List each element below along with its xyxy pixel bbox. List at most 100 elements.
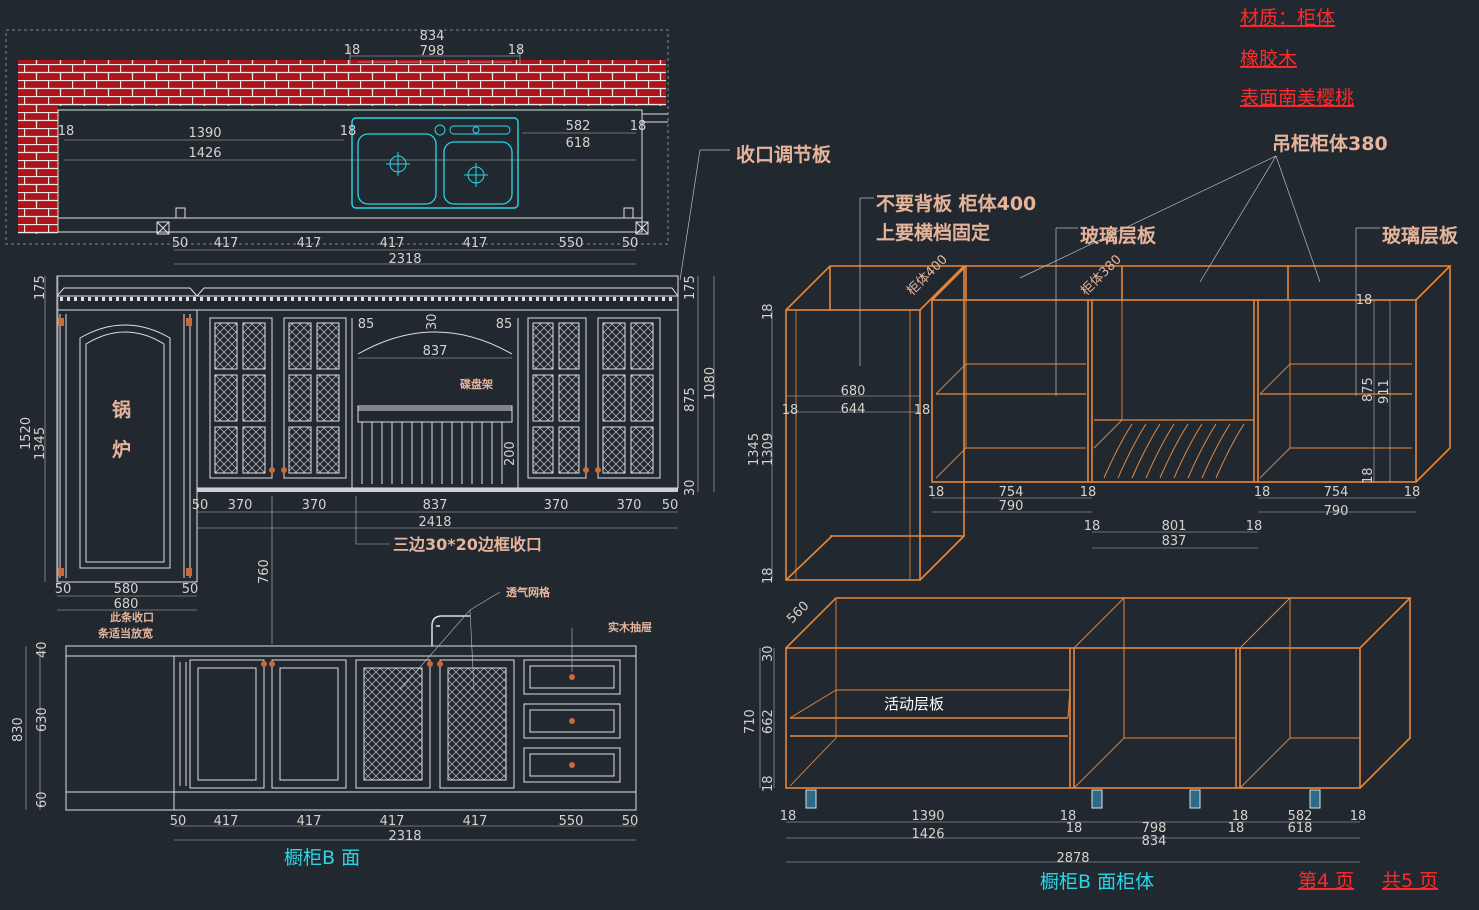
dim-plan-834: 834 — [420, 29, 445, 44]
dim-b3d-b7: 18 — [1228, 821, 1245, 836]
label-glass-2: 玻璃层板 — [1382, 224, 1459, 247]
dim-b3d-30: 30 — [761, 645, 776, 662]
dim-elev-b1: 370 — [228, 498, 253, 513]
dim-elev-85a: 85 — [358, 317, 375, 332]
dim-b3d-b9: 582 — [1288, 809, 1313, 824]
dim-wb1-0: 18 — [928, 485, 945, 500]
dim-wr-875: 875 — [1361, 377, 1376, 402]
dim-wb2-2: 837 — [1162, 534, 1187, 549]
dim-b3d-560: 560 — [784, 599, 812, 627]
dim-base-830: 830 — [11, 717, 26, 742]
label-cab400: 柜体400 — [904, 252, 951, 299]
dim-elev-200: 200 — [503, 441, 518, 466]
dim-elev-837: 837 — [423, 344, 448, 359]
dim-base-b4: 417 — [463, 814, 488, 829]
label-dish-rack: 碟盘架 — [460, 377, 493, 391]
drawers — [523, 659, 621, 783]
dim-plan-b3: 417 — [380, 236, 405, 251]
page-current: 第4 页 — [1298, 870, 1354, 892]
dim-base-total: 2318 — [388, 829, 421, 844]
dim-elev-1520: 1520 — [19, 417, 34, 450]
dim-wall-680: 680 — [841, 384, 866, 399]
dim-wb1-6: 790 — [1324, 504, 1349, 519]
glass-doors-left — [209, 317, 661, 479]
dim-b3d-b3: 18 — [1060, 809, 1077, 824]
dim-wall-18c: 18 — [782, 403, 799, 418]
dim-plan-18e: 18 — [630, 119, 647, 134]
sink-icon — [351, 117, 519, 209]
dim-elev-1345: 1345 — [33, 427, 48, 460]
wall-elevation: 锅 炉 — [19, 143, 832, 644]
dim-b3d-710: 710 — [743, 709, 758, 734]
label-drawer: 实木抽屉 — [608, 620, 652, 634]
dish-rack — [351, 318, 519, 488]
dim-wb1-5: 754 — [1324, 485, 1349, 500]
dim-base-630: 630 — [35, 707, 50, 732]
wall-cabinet-3d — [785, 265, 1452, 581]
dim-plan-798: 798 — [420, 44, 445, 59]
dim-b3d-b1: 1390 — [911, 809, 944, 824]
label-adjust-board: 收口调节板 — [736, 143, 832, 166]
dim-plan-b0: 50 — [172, 236, 189, 251]
dim-wb2-1: 801 — [1162, 519, 1187, 534]
dim-plan-b1: 417 — [214, 236, 239, 251]
label-no-backboard: 不要背板 柜体400 — [876, 192, 1036, 215]
title-left: 橱柜B 面 — [284, 847, 360, 869]
dim-elev-b5: 370 — [617, 498, 642, 513]
dim-plan-total: 2318 — [388, 252, 421, 267]
dim-plan-b4: 417 — [463, 236, 488, 251]
dim-wall-1345: 1345 — [747, 433, 762, 466]
dim-base-b5: 550 — [559, 814, 584, 829]
plan-view: 834 798 18 18 1390 18 582 18 18 1426 618… — [5, 29, 669, 267]
dim-b3d-b6: 834 — [1142, 834, 1167, 849]
dim-elev-1080: 1080 — [703, 367, 718, 400]
dim-base-60: 60 — [35, 791, 50, 808]
dim-elev-b4: 370 — [544, 498, 569, 513]
dim-elev-875: 875 — [683, 387, 698, 412]
label-boiler-1: 锅 — [112, 398, 131, 421]
dim-base-b1: 417 — [214, 814, 239, 829]
label-cab380: 柜体380 — [1078, 252, 1125, 299]
dim-base-b6: 50 — [622, 814, 639, 829]
dim-wb1-4: 18 — [1254, 485, 1271, 500]
dim-plan-618: 618 — [566, 136, 591, 151]
wall-cabinet-annotations: 吊柜柜体380 不要背板 柜体400 上要横档固定 玻璃层板 玻璃层板 柜体40… — [747, 132, 1459, 584]
dim-base-b3: 417 — [380, 814, 405, 829]
dim-base-b0: 50 — [170, 814, 187, 829]
dim-plan-582: 582 — [566, 119, 591, 134]
dim-wall-1309: 1309 — [761, 433, 776, 466]
dim-wr-911: 911 — [1377, 379, 1392, 404]
dim-b3d-b0: 18 — [780, 809, 797, 824]
dim-elev-760: 760 — [257, 559, 272, 584]
dim-elev-85b: 85 — [496, 317, 513, 332]
dim-elev-r175: 175 — [683, 275, 698, 300]
dim-wr-18: 18 — [1361, 467, 1376, 484]
label-trim-1: 此条收口 — [110, 610, 154, 624]
label-border-trim: 三边30*20边框收口 — [393, 535, 542, 554]
dim-plan-18d: 18 — [340, 124, 357, 139]
dim-wb1-3: 18 — [1080, 485, 1097, 500]
material-notes: 材质：柜体 橡胶木 表面南美樱桃 — [1240, 7, 1354, 109]
dim-elev-total: 2418 — [418, 515, 451, 530]
dim-elev-b6: 50 — [662, 498, 679, 513]
label-glass-1: 玻璃层板 — [1080, 224, 1157, 247]
dim-b3d-b11: 18 — [1350, 809, 1367, 824]
dim-base-b2: 417 — [297, 814, 322, 829]
dim-elev-b3: 837 — [423, 498, 448, 513]
dim-elev-b2: 370 — [302, 498, 327, 513]
base-doors — [189, 659, 515, 789]
dim-base-40: 40 — [35, 641, 50, 658]
label-vent-grid: 透气网格 — [506, 585, 551, 599]
dim-boiler-580: 580 — [114, 582, 139, 597]
dim-wb1-2: 790 — [999, 499, 1024, 514]
dim-plan-18c: 18 — [58, 124, 75, 139]
dim-wall-18d: 18 — [914, 403, 931, 418]
dim-elev-b0: 50 — [192, 498, 209, 513]
dim-b3d-b4: 18 — [1066, 821, 1083, 836]
dim-elev-r30: 30 — [683, 479, 698, 496]
faucet-icon — [431, 615, 470, 646]
dim-plan-b2: 417 — [297, 236, 322, 251]
dim-wall-18b: 18 — [761, 567, 776, 584]
material-line-1: 材质：柜体 — [1240, 7, 1335, 29]
